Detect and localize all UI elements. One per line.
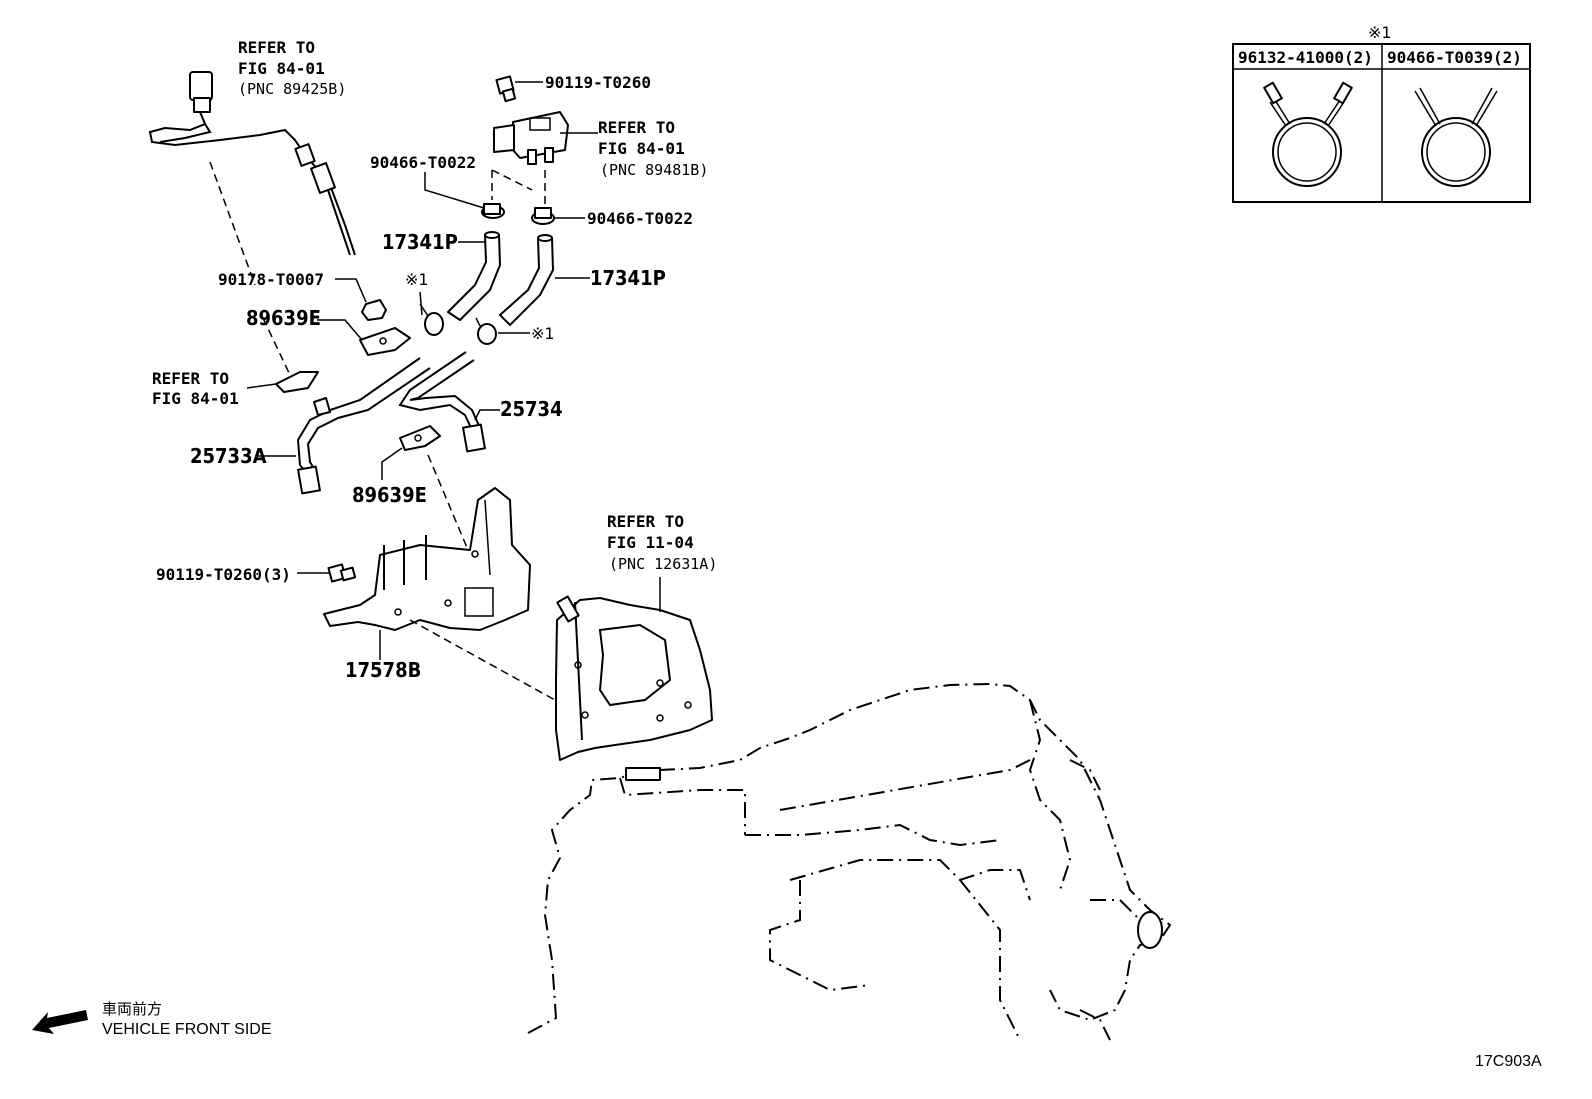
part-90178-t0007[interactable]: 90178-T0007	[218, 270, 324, 289]
spring-clamp-left[interactable]	[419, 303, 444, 336]
refer-fig: FIG 84-01	[238, 59, 325, 78]
refer-line: REFER TO	[238, 38, 315, 57]
leader-lines	[246, 81, 661, 660]
refer-fig: FIG 84-01	[598, 139, 685, 158]
inset-marker: ※1	[1368, 23, 1392, 42]
part-90466-t0022-left[interactable]: 90466-T0022	[370, 153, 476, 172]
spring-clamp-right[interactable]	[475, 317, 497, 345]
bracket-upper[interactable]	[359, 327, 411, 356]
part-17341p-right[interactable]: 17341P	[590, 266, 666, 290]
part-90119-t0260[interactable]: 90119-T0260	[545, 73, 651, 92]
refer-pnc: (PNC 12631A)	[609, 555, 717, 573]
engine-outline	[527, 682, 1172, 1041]
callout-refer-84-01[interactable]: REFER TO FIG 84-01	[152, 369, 239, 408]
part-25734[interactable]: 25734	[500, 397, 563, 421]
vacuum-hose-right[interactable]	[499, 234, 554, 326]
diagram-id: 17C903A	[1475, 1053, 1542, 1070]
note-marker-right: ※1	[531, 324, 555, 343]
front-direction-arrow-icon	[32, 1010, 88, 1034]
o2-sensor-harness[interactable]	[148, 71, 356, 256]
hose-clamp-top-left[interactable]	[481, 203, 505, 219]
nut[interactable]	[361, 299, 387, 321]
part-90119-t0260-3[interactable]: 90119-T0260(3)	[156, 565, 291, 584]
note-marker-left: ※1	[405, 270, 429, 289]
engine-hanger-bracket[interactable]	[555, 595, 713, 761]
callout-refer-11-04-12631a[interactable]: REFER TO FIG 11-04 (PNC 12631A)	[607, 512, 717, 573]
hose-clamp-top-right[interactable]	[531, 207, 555, 225]
inset-col-90466-t0039[interactable]: 90466-T0039(2)	[1387, 48, 1522, 67]
vsv-solenoid[interactable]	[493, 75, 569, 165]
refer-line: REFER TO	[152, 369, 229, 388]
vehicle-front-indicator: 車両前方 VEHICLE FRONT SIDE	[32, 1000, 272, 1038]
part-90466-t0022-right[interactable]: 90466-T0022	[587, 209, 693, 228]
vacuum-pipe-25733a[interactable]	[296, 357, 431, 495]
part-17578b[interactable]: 17578B	[345, 658, 421, 682]
sensor-clip-small[interactable]	[275, 371, 319, 393]
direction-english: VEHICLE FRONT SIDE	[102, 1021, 272, 1038]
refer-line: REFER TO	[598, 118, 675, 137]
spring-clamp-illustration	[1263, 81, 1353, 187]
part-89639e-upper[interactable]: 89639E	[246, 306, 321, 330]
refer-fig: FIG 11-04	[607, 533, 694, 552]
vacuum-pipe-25734[interactable]	[398, 351, 486, 453]
vacuum-hose-left[interactable]	[447, 231, 501, 321]
band-clamp-illustration	[1414, 87, 1498, 187]
part-17341p-left[interactable]: 17341P	[382, 230, 458, 254]
refer-pnc: (PNC 89481B)	[600, 161, 708, 179]
part-25733a[interactable]: 25733A	[190, 444, 267, 468]
inset-col-96132-41000[interactable]: 96132-41000(2)	[1238, 48, 1373, 67]
bolt[interactable]	[327, 563, 357, 583]
vacuum-bracket[interactable]	[323, 487, 531, 631]
refer-line: REFER TO	[607, 512, 684, 531]
direction-japanese: 車両前方	[102, 1000, 162, 1018]
callout-refer-84-01-89425b[interactable]: REFER TO FIG 84-01 (PNC 89425B)	[238, 38, 346, 98]
callout-refer-84-01-89481b[interactable]: REFER TO FIG 84-01 (PNC 89481B)	[598, 118, 708, 179]
refer-pnc: (PNC 89425B)	[238, 80, 346, 98]
inset-clamp-table: ※1 96132-41000(2) 90466-T0039(2)	[1232, 23, 1531, 203]
refer-fig: FIG 84-01	[152, 389, 239, 408]
part-89639e-lower[interactable]: 89639E	[352, 483, 427, 507]
bracket-lower[interactable]	[399, 425, 441, 451]
